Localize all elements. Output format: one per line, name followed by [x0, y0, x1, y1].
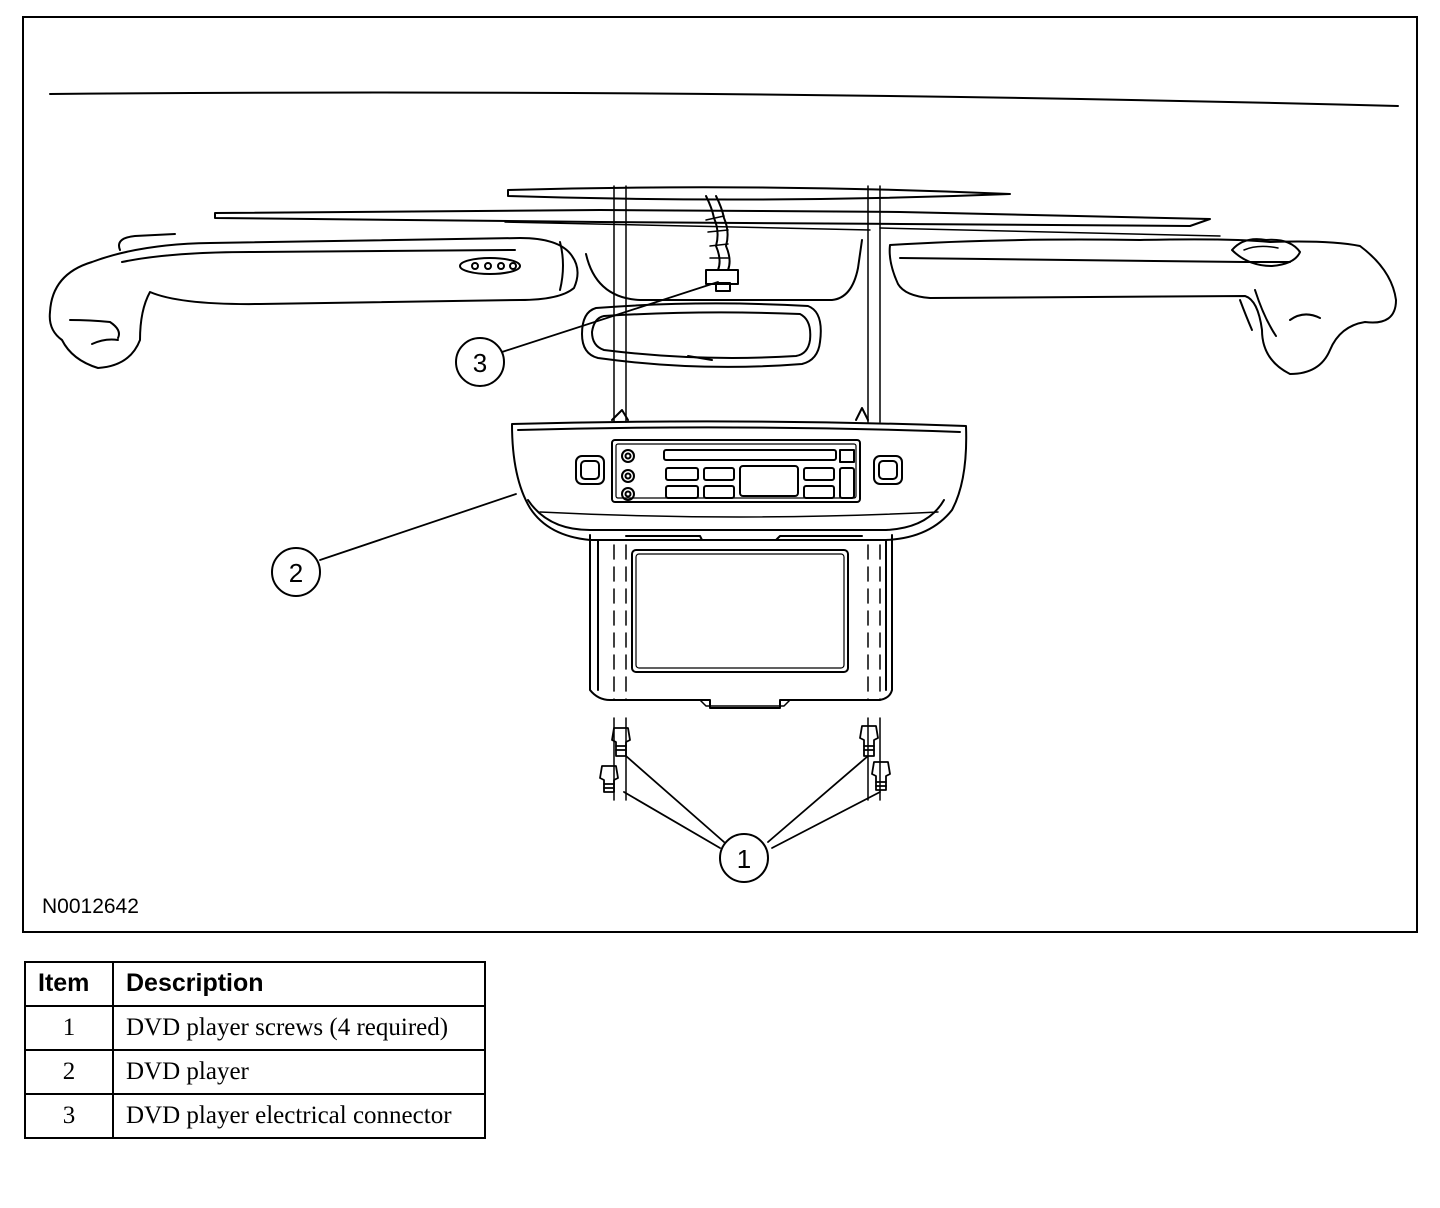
dvd-player-removal-diagram: 3 2 1 [48, 91, 1399, 883]
legend-item-number: 3 [24, 1093, 114, 1139]
legend-header-row: Item Description [24, 961, 486, 1007]
legend-header-description: Description [112, 961, 486, 1007]
rear-view-mirror [581, 302, 822, 368]
callout-2: 2 [271, 547, 321, 597]
legend-table: Item Description 1 DVD player screws (4 … [24, 961, 486, 1139]
roof-line [49, 91, 1399, 107]
legend-item-number: 1 [24, 1005, 114, 1051]
right-visor-panel [888, 238, 1397, 375]
callout-3-label: 3 [473, 348, 487, 378]
legend-item-description: DVD player electrical connector [112, 1093, 486, 1139]
legend-row: 2 DVD player [24, 1049, 486, 1095]
callout-1-label: 1 [737, 844, 751, 874]
screw-icon [599, 725, 891, 793]
legend-item-description: DVD player screws (4 required) [112, 1005, 486, 1051]
legend-row: 1 DVD player screws (4 required) [24, 1005, 486, 1051]
headliner-console [214, 186, 1221, 237]
electrical-connector [705, 195, 739, 292]
callout-3: 3 [455, 337, 505, 387]
left-vent [459, 257, 521, 275]
legend-row: 3 DVD player electrical connector [24, 1093, 486, 1139]
legend-item-number: 2 [24, 1049, 114, 1095]
dvd-screen [589, 534, 893, 709]
callout-1: 1 [719, 833, 769, 883]
dvd-player-housing [511, 407, 968, 541]
callout-2-label: 2 [289, 558, 303, 588]
legend-item-description: DVD player [112, 1049, 486, 1095]
figure-frame [22, 16, 1418, 933]
leader-lines [319, 281, 881, 849]
figure-id: N0012642 [42, 895, 139, 918]
left-visor-panel [48, 233, 863, 369]
legend-header-item: Item [24, 961, 114, 1007]
